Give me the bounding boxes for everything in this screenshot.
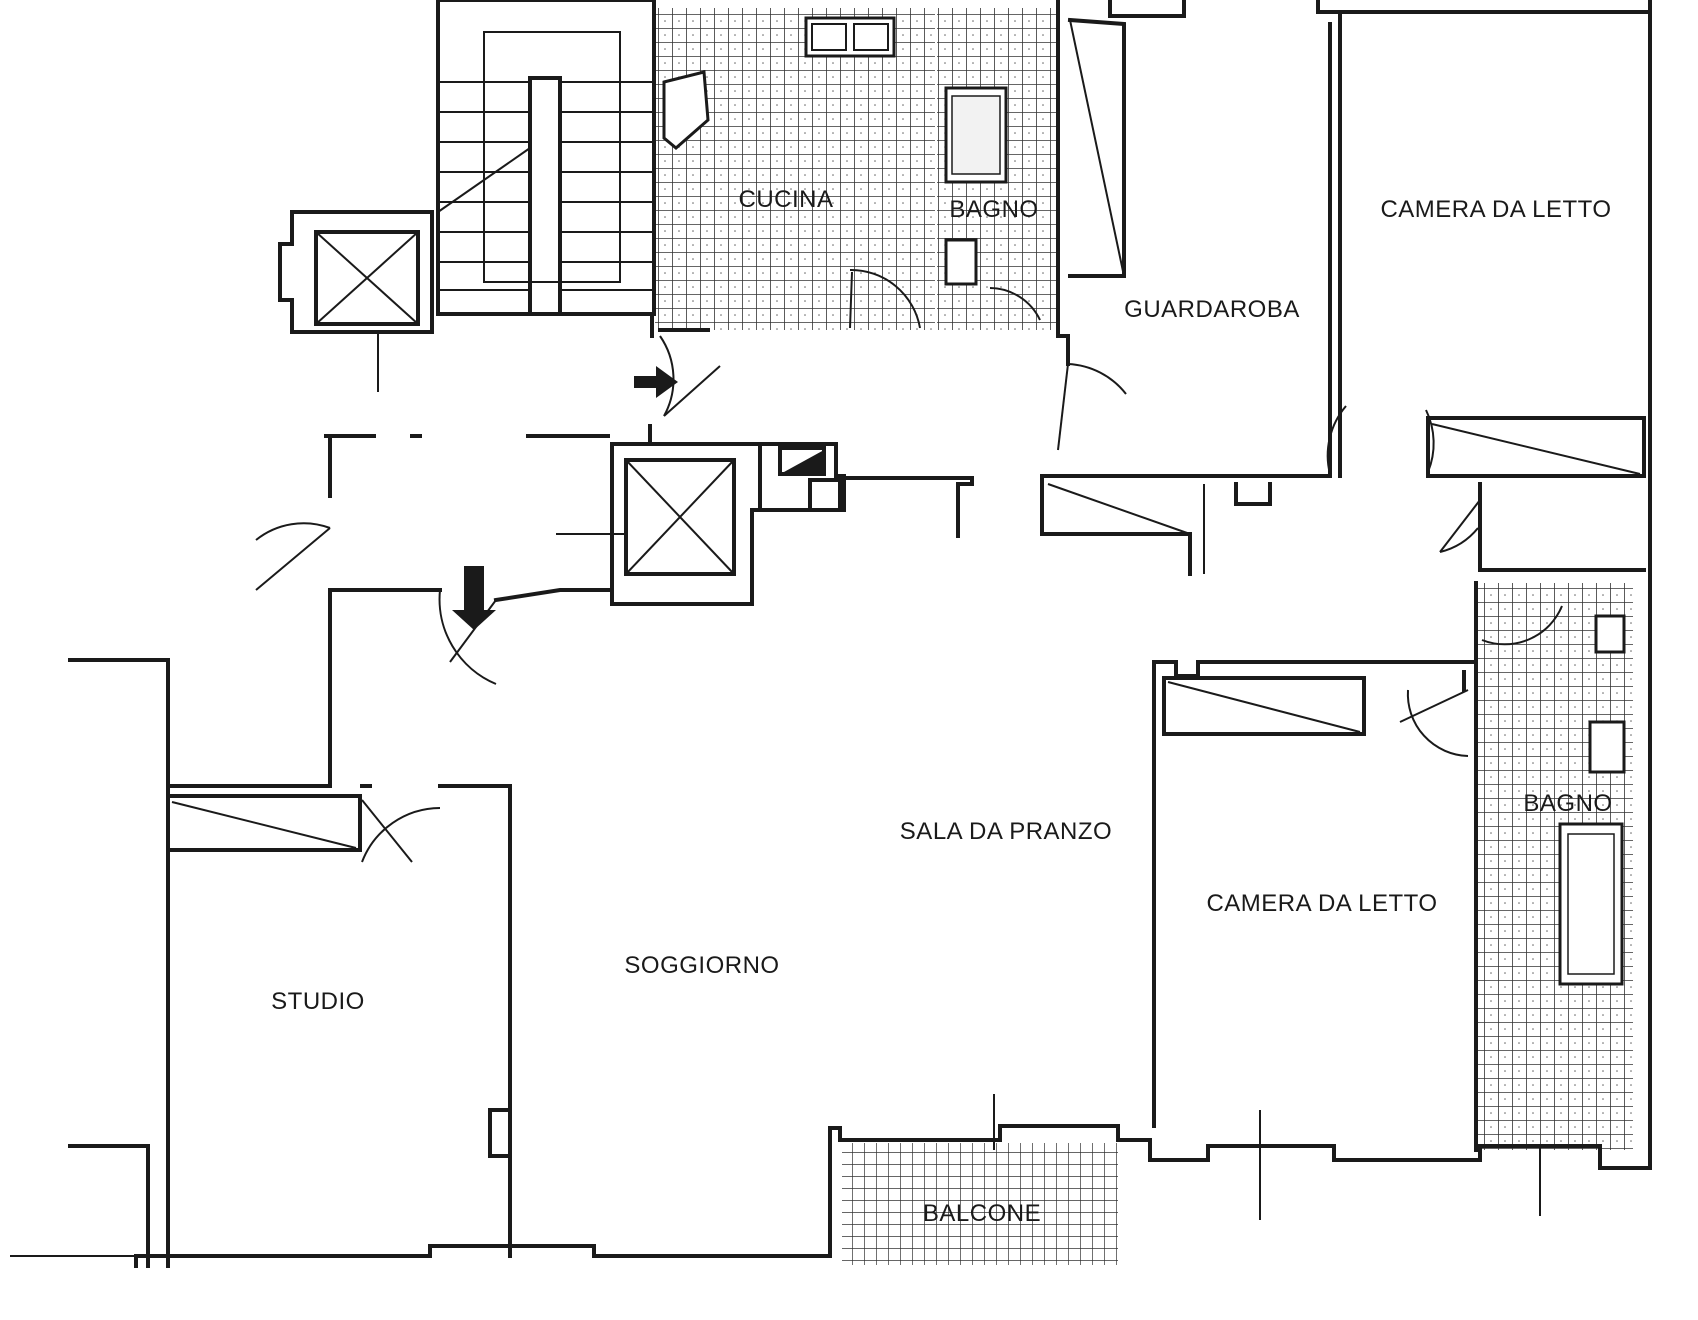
room-label-soggiorno: SOGGIORNO xyxy=(624,952,780,979)
balcony-tiles xyxy=(842,1143,1118,1265)
room-label-cucina: CUCINA xyxy=(738,186,834,213)
entrance-arrows xyxy=(452,366,678,630)
bathroom-2-fixtures xyxy=(1558,614,1626,986)
bathroom-1-fixtures xyxy=(944,86,1008,286)
room-label-camera-da-letto-2: CAMERA DA LETTO xyxy=(1206,890,1438,917)
room-label-sala-da-pranzo: SALA DA PRANZO xyxy=(899,818,1113,845)
arrow-down-icon xyxy=(452,566,496,630)
kitchen-fixtures xyxy=(662,16,896,150)
doors xyxy=(255,268,1563,863)
room-label-studio: STUDIO xyxy=(271,988,365,1015)
walls xyxy=(68,0,1652,1268)
room-label-bagno-2: BAGNO xyxy=(1523,790,1613,817)
room-label-camera-da-letto-1: CAMERA DA LETTO xyxy=(1380,196,1612,223)
staircase xyxy=(436,0,656,316)
arrow-right-icon xyxy=(634,366,678,398)
elevator-1 xyxy=(278,210,434,392)
section-marks xyxy=(10,1094,1541,1257)
shafts xyxy=(758,442,974,538)
room-label-guardaroba: GUARDAROBA xyxy=(1124,296,1300,323)
room-label-balcone: BALCONE xyxy=(922,1200,1042,1227)
elevator-2 xyxy=(556,442,762,606)
kitchen-tiles xyxy=(655,8,935,330)
room-label-bagno-1: BAGNO xyxy=(949,196,1039,223)
